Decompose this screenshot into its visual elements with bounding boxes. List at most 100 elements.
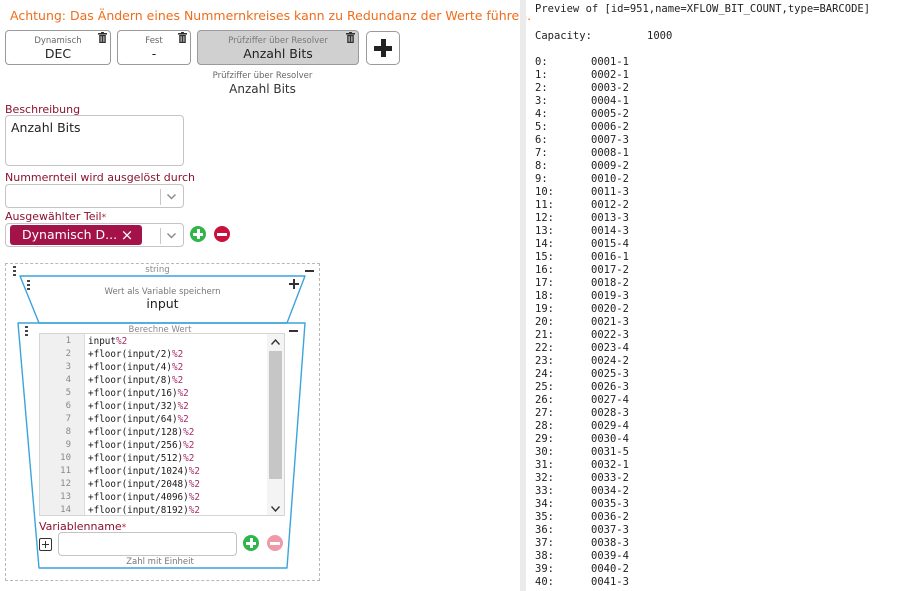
remove-icon[interactable] [267, 535, 283, 551]
scroll-up-icon[interactable] [271, 339, 280, 345]
preview-row-value: 0020-2 [591, 303, 629, 315]
preview-row-index: 27: [535, 407, 554, 419]
preview-row-index: 37: [535, 537, 554, 549]
code-operator: %2 [171, 349, 184, 360]
add-child-icon[interactable] [289, 279, 299, 289]
preview-row-index: 7: [535, 147, 548, 159]
selected-part-tag: Dynamisch D... [10, 225, 142, 245]
code-operator: %2 [116, 336, 128, 347]
preview-row-value: 0029-4 [591, 420, 629, 432]
preview-row-index: 17: [535, 277, 554, 289]
editor-scrollbar[interactable] [267, 334, 284, 515]
trash-icon[interactable] [178, 32, 187, 43]
tag-remove-icon[interactable]: × [120, 226, 134, 244]
code-operator: %2 [177, 388, 189, 399]
collapse-icon[interactable] [289, 330, 298, 332]
preview-row-value: 0013-3 [591, 212, 629, 224]
preview-row-index: 31: [535, 459, 554, 471]
preview-row-value: 0036-2 [591, 511, 629, 523]
code-line[interactable]: +floor(input/64)%2 [88, 414, 189, 425]
remove-icon[interactable] [214, 226, 230, 242]
scroll-down-icon[interactable] [271, 506, 280, 512]
preview-row-value: 0024-2 [591, 355, 629, 367]
preview-row-value: 0027-4 [591, 394, 629, 406]
scroll-thumb[interactable] [269, 351, 282, 479]
code-line[interactable]: +floor(input/8192)%2 [88, 505, 200, 516]
code-line[interactable]: +floor(input/128)%2 [88, 427, 194, 438]
code-expression: +floor(input/4) [88, 362, 172, 373]
code-operator: %2 [183, 453, 195, 464]
drag-handle-icon[interactable] [27, 280, 30, 290]
variablenname-label: Variablenname* [39, 520, 127, 533]
code-line[interactable]: +floor(input/2)%2 [88, 349, 183, 360]
selected-part-title: Anzahl Bits [229, 82, 296, 96]
preview-row-value: 0006-2 [591, 121, 629, 133]
preview-row-value: 0015-4 [591, 238, 629, 250]
preview-row-index: 13: [535, 225, 554, 237]
code-operator: %2 [177, 401, 189, 412]
code-expression: +floor(input/256) [88, 440, 184, 451]
preview-row-index: 30: [535, 446, 554, 458]
code-expression: +floor(input/16) [88, 388, 178, 399]
preview-row-index: 23: [535, 355, 554, 367]
preview-row-value: 0032-1 [591, 459, 629, 471]
part-value: DEC [44, 46, 72, 61]
collapse-icon[interactable] [305, 270, 314, 272]
add-icon[interactable] [243, 535, 259, 551]
preview-row-value: 0025-3 [591, 368, 629, 380]
preview-row-index: 29: [535, 433, 554, 445]
code-expression: +floor(input/8) [88, 375, 172, 386]
code-operator: %2 [183, 427, 195, 438]
trash-icon[interactable] [346, 32, 355, 43]
part-pruefziffer[interactable]: Prüfziffer über Resolver Anzahl Bits [197, 30, 359, 65]
preview-row-value: 0026-3 [591, 381, 629, 393]
preview-row-index: 36: [535, 524, 554, 536]
code-line[interactable]: +floor(input/32)%2 [88, 401, 189, 412]
code-line[interactable]: +floor(input/256)%2 [88, 440, 194, 451]
beschreibung-textarea[interactable]: Anzahl Bits [5, 115, 184, 166]
panel-divider[interactable] [520, 0, 526, 591]
preview-row-value: 0004-1 [591, 95, 629, 107]
trash-icon[interactable] [98, 32, 107, 43]
code-line[interactable]: +floor(input/4096)%2 [88, 492, 200, 503]
code-expression: +floor(input/2) [88, 349, 172, 360]
code-line[interactable]: +floor(input/8)%2 [88, 375, 183, 386]
add-part-button[interactable] [366, 31, 400, 65]
code-expression: +floor(input/1024) [88, 466, 189, 477]
code-line[interactable]: +floor(input/16)%2 [88, 388, 189, 399]
code-operator: %2 [177, 414, 189, 425]
preview-row-index: 15: [535, 251, 554, 263]
drag-handle-icon[interactable] [13, 266, 16, 276]
code-operator: %2 [188, 505, 200, 516]
preview-row-index: 9: [535, 173, 548, 185]
part-value: Anzahl Bits [243, 46, 313, 61]
preview-row-index: 34: [535, 498, 554, 510]
variablenname-input[interactable] [58, 532, 237, 556]
code-line[interactable]: input%2 [88, 336, 127, 347]
preview-row-index: 28: [535, 420, 554, 432]
code-operator: %2 [171, 375, 184, 386]
preview-row-index: 40: [535, 576, 554, 588]
add-icon[interactable] [190, 226, 206, 242]
part-fest[interactable]: Fest - [117, 30, 191, 65]
part-dynamisch[interactable]: Dynamisch DEC [5, 30, 111, 65]
code-line[interactable]: +floor(input/4)%2 [88, 362, 183, 373]
code-line[interactable]: +floor(input/512)%2 [88, 453, 194, 464]
expand-icon[interactable] [39, 538, 52, 551]
drag-handle-icon[interactable] [25, 326, 28, 336]
preview-row-value: 0016-1 [591, 251, 629, 263]
preview-row-value: 0005-2 [591, 108, 629, 120]
preview-row-value: 0002-1 [591, 69, 629, 81]
preview-row-value: 0035-3 [591, 498, 629, 510]
trigger-select[interactable] [5, 184, 184, 208]
line-number: 8 [65, 427, 71, 437]
code-line[interactable]: +floor(input/1024)%2 [88, 466, 200, 477]
preview-row-index: 4: [535, 108, 548, 120]
part-type-label: Dynamisch [34, 36, 82, 46]
redundancy-warning: Achtung: Das Ändern eines Nummernkreises… [10, 8, 532, 23]
preview-row-value: 0023-4 [591, 342, 629, 354]
code-line[interactable]: +floor(input/2048)%2 [88, 479, 200, 490]
code-expression: +floor(input/32) [88, 401, 178, 412]
